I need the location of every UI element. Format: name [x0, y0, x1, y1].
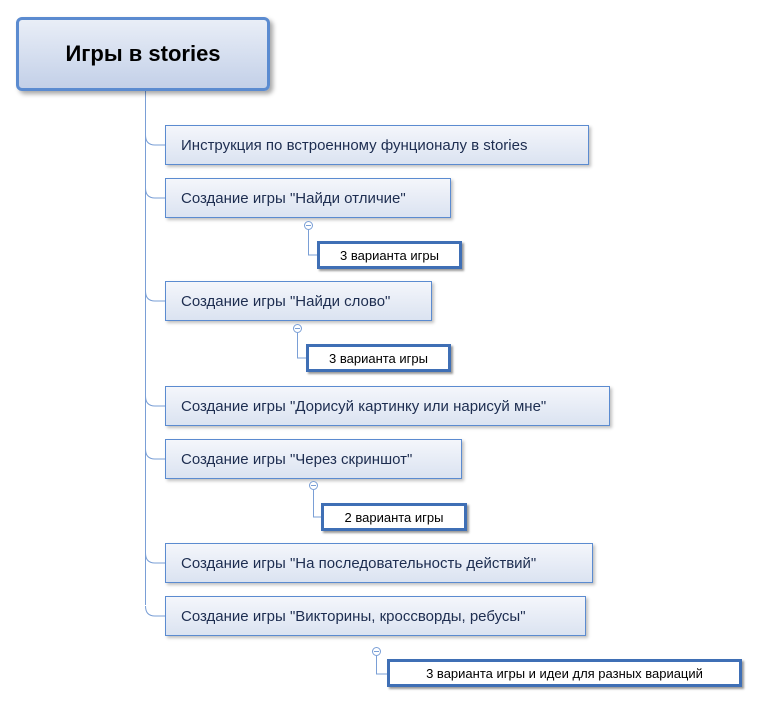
root-topic[interactable]: Игры в stories [16, 17, 270, 91]
collapse-icon[interactable] [309, 481, 318, 490]
topic-instruction[interactable]: Инструкция по встроенному фунционалу в s… [165, 125, 589, 165]
topic-quizzes[interactable]: Создание игры "Викторины, кроссворды, ре… [165, 596, 586, 636]
note-screenshot[interactable]: 2 варианта игры [321, 503, 467, 531]
collapse-icon[interactable] [372, 647, 381, 656]
collapse-icon[interactable] [293, 324, 302, 333]
note-label: 2 варианта игры [344, 509, 444, 525]
topic-screenshot[interactable]: Создание игры "Через скриншот" [165, 439, 462, 479]
topic-label: Создание игры "Через скриншот" [181, 450, 413, 468]
topic-draw-picture[interactable]: Создание игры "Дорисуй картинку или нари… [165, 386, 610, 426]
note-find-word[interactable]: 3 варианта игры [306, 344, 451, 372]
topic-label: Создание игры "Викторины, кроссворды, ре… [181, 607, 526, 625]
root-label: Игры в stories [65, 41, 221, 66]
note-quizzes[interactable]: 3 варианта игры и идеи для разных вариац… [387, 659, 742, 687]
note-label: 3 варианта игры [329, 350, 428, 366]
note-label: 3 варианта игры [340, 247, 439, 263]
topic-label: Создание игры "На последовательность дей… [181, 554, 537, 572]
note-label: 3 варианта игры и идеи для разных вариац… [426, 665, 703, 681]
topic-label: Создание игры "Найди отличие" [181, 189, 406, 207]
topic-label: Инструкция по встроенному фунционалу в s… [181, 136, 528, 154]
topic-label: Создание игры "Дорисуй картинку или нари… [181, 397, 547, 415]
topic-label: Создание игры "Найди слово" [181, 292, 391, 310]
topic-sequence[interactable]: Создание игры "На последовательность дей… [165, 543, 593, 583]
topic-find-word[interactable]: Создание игры "Найди слово" [165, 281, 432, 321]
note-find-difference[interactable]: 3 варианта игры [317, 241, 462, 269]
collapse-icon[interactable] [304, 221, 313, 230]
topic-find-difference[interactable]: Создание игры "Найди отличие" [165, 178, 451, 218]
